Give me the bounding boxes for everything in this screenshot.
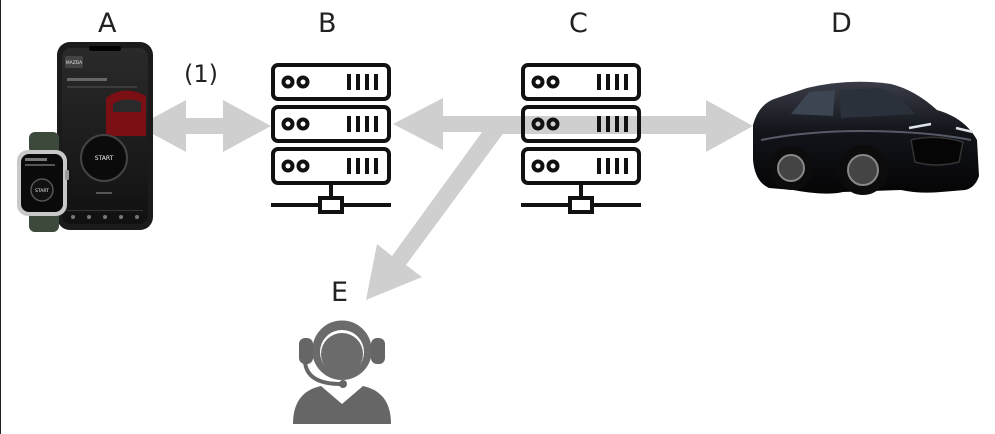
node-label-a: A bbox=[98, 8, 117, 39]
arrows bbox=[138, 98, 753, 300]
support-agent-icon bbox=[293, 315, 391, 424]
arrow-c-to-b bbox=[393, 98, 511, 150]
server-b bbox=[271, 63, 391, 214]
car-image bbox=[753, 81, 979, 195]
watch-start-text: START bbox=[35, 188, 49, 194]
edge-label-1: (1) bbox=[184, 60, 218, 88]
smartphone-image: MAZDA START bbox=[57, 42, 153, 230]
smartwatch-image: START bbox=[17, 132, 69, 232]
arrow-c-to-e bbox=[366, 117, 508, 300]
phone-start-text: START bbox=[95, 155, 114, 162]
phone-brand-text: MAZDA bbox=[66, 60, 83, 66]
server-c bbox=[521, 63, 641, 214]
arrow-a-b bbox=[138, 100, 271, 152]
node-label-d: D bbox=[831, 8, 852, 39]
node-label-e: E bbox=[331, 277, 349, 308]
arrow-c-to-d bbox=[491, 100, 753, 152]
node-label-c: C bbox=[569, 8, 588, 39]
node-label-b: B bbox=[318, 8, 337, 39]
